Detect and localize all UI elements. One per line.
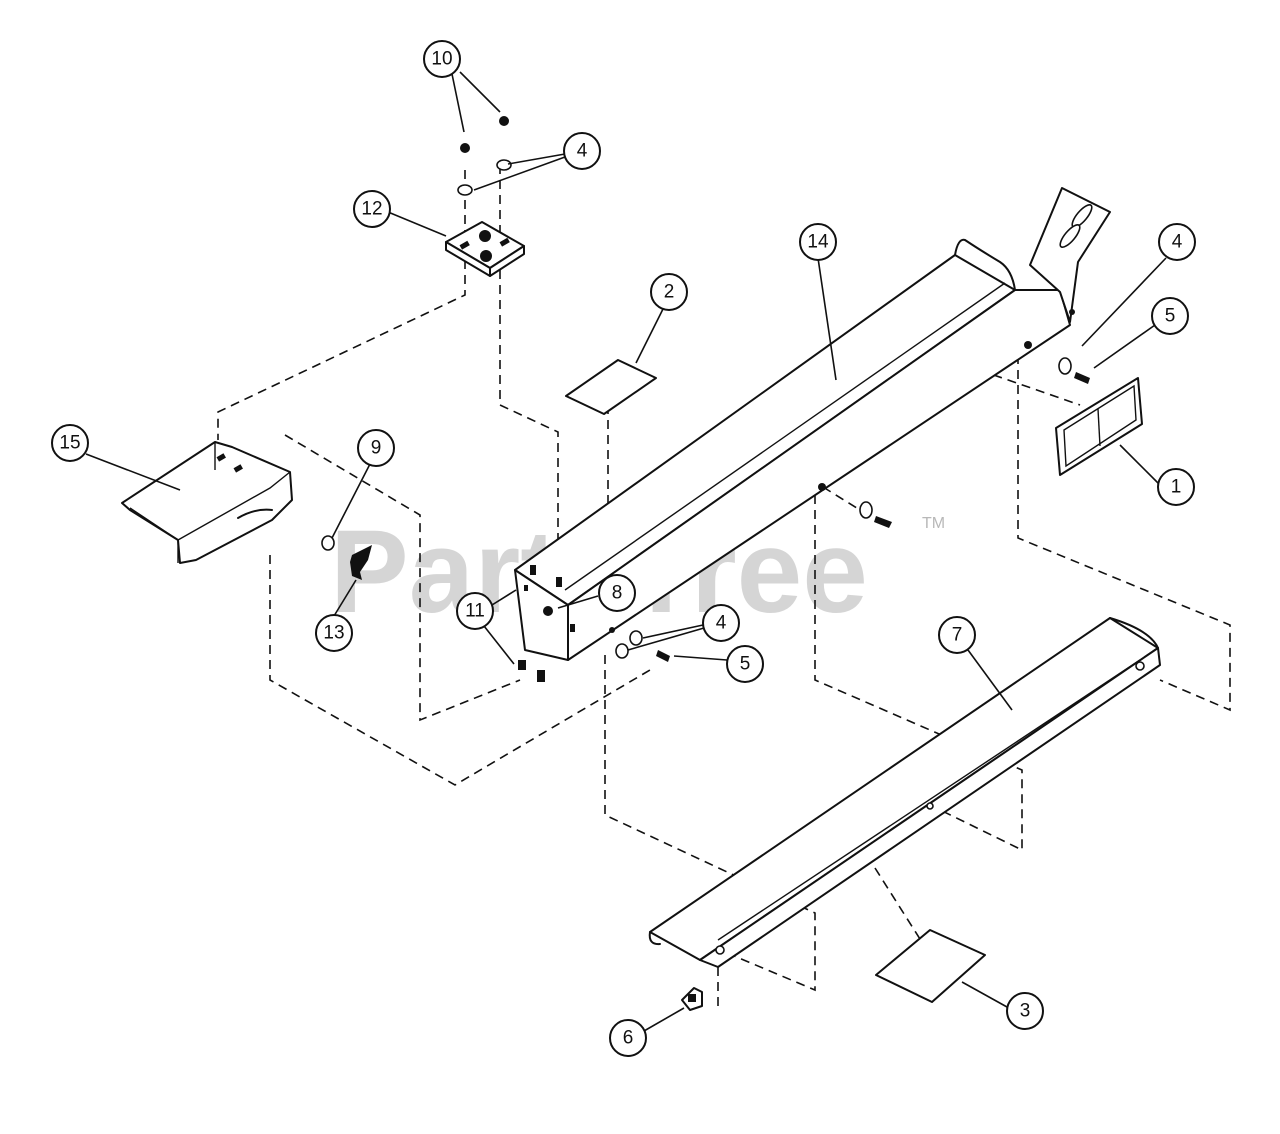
svg-text:14: 14 xyxy=(807,232,829,253)
svg-text:1: 1 xyxy=(1171,477,1182,498)
leader-lines xyxy=(85,71,1167,1032)
watermark-trademark: TM xyxy=(922,515,945,532)
callout-9: 8 xyxy=(598,574,636,612)
callout-14: 7 xyxy=(938,616,976,654)
callout-3: 3 xyxy=(1006,992,1044,1030)
svg-text:11: 11 xyxy=(465,601,485,622)
svg-text:10: 10 xyxy=(431,49,452,70)
svg-text:13: 13 xyxy=(323,623,344,644)
svg-text:4: 4 xyxy=(716,613,727,634)
callout-13: 14 xyxy=(799,223,837,261)
right-hardware xyxy=(1024,341,1090,384)
callout-11: 12 xyxy=(353,190,391,228)
decal-top xyxy=(565,359,657,415)
callout-1: 1 xyxy=(1157,468,1195,506)
svg-text:6: 6 xyxy=(623,1028,634,1049)
svg-text:15: 15 xyxy=(59,433,80,454)
wing-nut-assembly xyxy=(321,535,372,580)
svg-text:4: 4 xyxy=(1172,232,1183,253)
upper-channel xyxy=(514,187,1111,661)
decal-bottom xyxy=(875,929,986,1003)
callout-5-front: 5 xyxy=(726,645,764,683)
callout-4-front: 4 xyxy=(702,604,740,642)
end-cap xyxy=(681,987,703,1011)
svg-text:4: 4 xyxy=(577,141,588,162)
middle-hardware xyxy=(818,483,892,528)
svg-text:12: 12 xyxy=(361,199,382,220)
assembly-lines xyxy=(217,165,1231,1010)
mounting-plate xyxy=(445,221,525,277)
svg-text:2: 2 xyxy=(664,282,675,303)
callout-15: 15 xyxy=(51,424,89,462)
callout-4-right: 4 xyxy=(1158,223,1196,261)
left-mount-bracket xyxy=(121,441,293,564)
svg-text:9: 9 xyxy=(371,438,382,459)
callout-2: 2 xyxy=(650,273,688,311)
callout-5-right: 5 xyxy=(1151,297,1189,335)
svg-text:5: 5 xyxy=(1165,306,1176,327)
top-hardware xyxy=(457,116,512,196)
callout-7: 10 xyxy=(423,40,461,78)
front-hardware xyxy=(518,627,670,682)
svg-text:3: 3 xyxy=(1020,1001,1031,1022)
callouts: 10 4 12 2 14 4 5 1 15 9 13 11 8 4 5 7 3 … xyxy=(51,40,1196,1057)
svg-text:8: 8 xyxy=(612,583,623,604)
lower-channel xyxy=(648,617,1161,968)
callout-8: 11 xyxy=(456,592,494,630)
callout-12: 13 xyxy=(315,614,353,652)
callout-10: 9 xyxy=(357,429,395,467)
callout-6: 6 xyxy=(609,1019,647,1057)
callout-4-top: 4 xyxy=(563,132,601,170)
svg-text:7: 7 xyxy=(952,625,963,646)
svg-text:5: 5 xyxy=(740,654,751,675)
reflector xyxy=(1055,377,1143,476)
